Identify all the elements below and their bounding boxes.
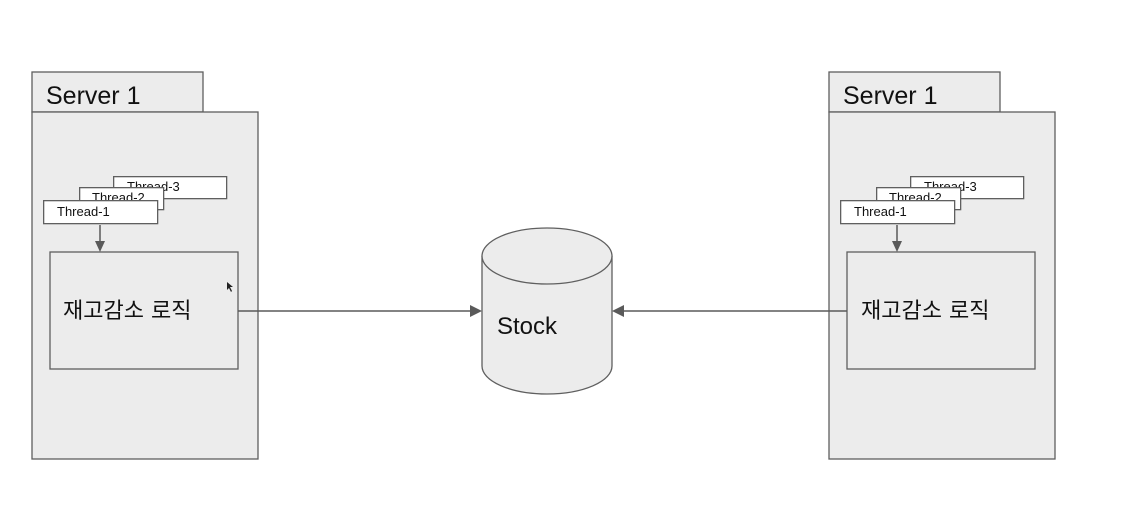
server-right-thread-1: Thread-1 [840,200,956,225]
server-right: Server 1 Thread-3 Thread-2 Thread-1 재고감소… [828,71,1056,460]
server-left-logic-box [49,251,239,370]
connector-right-arrowhead [612,305,624,317]
server-left-logic-label: 재고감소 로직 [63,299,191,324]
server-left-thread-1: Thread-1 [43,200,159,225]
server-right-thread-1-label: Thread-1 [854,204,907,219]
server-left-thread-stack: Thread-3 Thread-2 Thread-1 [43,176,228,225]
server-right-tab [828,71,1001,113]
server-right-logic-box [846,251,1036,370]
server-right-title: Server 1 [843,82,937,110]
server-left-thread-arrowhead [95,241,105,252]
server-right-thread-arrowhead [892,241,902,252]
server-left-title: Server 1 [46,82,140,110]
cursor-icon [227,282,233,292]
stock-database-body [481,256,613,395]
server-left-thread-1-label: Thread-1 [57,204,110,219]
stock-database-label: Stock [497,313,558,340]
server-right-thread-stack: Thread-3 Thread-2 Thread-1 [840,176,1025,225]
server-left-tab [31,71,204,113]
server-right-logic-label: 재고감소 로직 [861,299,989,324]
connector-left-arrowhead [470,305,482,317]
server-left: Server 1 Thread-3 Thread-2 Thread-1 재고감소… [31,71,259,460]
stock-database: Stock [481,227,613,395]
stock-database-top [481,227,613,285]
